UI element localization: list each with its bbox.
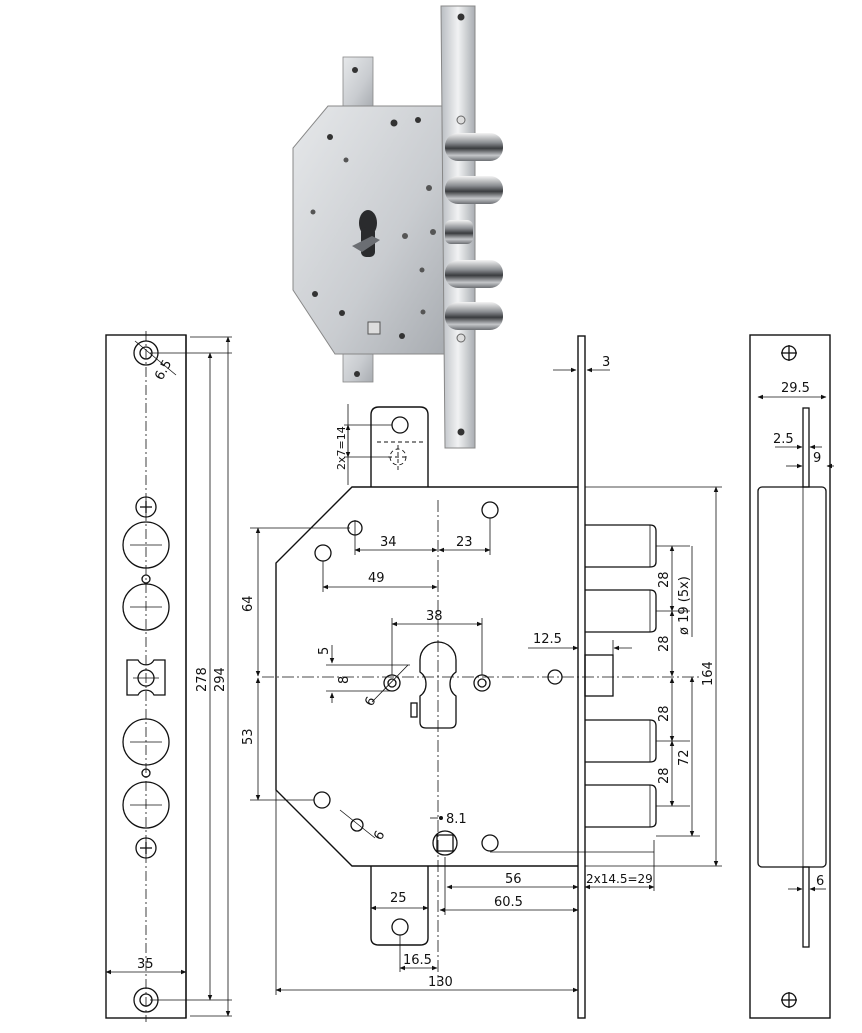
dim-28-b: 28 (657, 635, 672, 652)
dim-3: 3 (602, 355, 610, 370)
lock-case-view: 2x7=14 34 23 49 64 53 38 5 8 6 6 12.5 (241, 335, 722, 1019)
dim-16-5: 16.5 (403, 953, 432, 968)
dim-25: 25 (390, 891, 407, 906)
dim-49: 49 (368, 571, 385, 586)
bolts (584, 524, 657, 828)
dim-28-d: 28 (657, 767, 672, 784)
lock-product-image (292, 5, 503, 449)
dim-56: 56 (505, 872, 522, 887)
dim-8-1: 8.1 (446, 812, 467, 827)
side-view: 29.5 2.5 9 6 (749, 334, 834, 1019)
dim-23: 23 (456, 535, 473, 550)
dim-8: 8 (337, 676, 352, 684)
dim-60-5: 60.5 (494, 895, 523, 910)
dim-28-a: 28 (657, 571, 672, 588)
dim-72: 72 (677, 749, 692, 766)
dim-6-side: 6 (816, 874, 824, 889)
dim-9: 9 (813, 451, 821, 466)
dim-28-c: 28 (657, 705, 672, 722)
dim-38: 38 (426, 609, 443, 624)
dim-294: 294 (213, 667, 228, 692)
dim-2x7-14: 2x7=14 (335, 426, 348, 470)
dim-130: 130 (428, 975, 453, 990)
dim-2-5: 2.5 (773, 432, 794, 447)
dim-2x14-5: 2x14.5=29 (586, 872, 653, 886)
dim-34: 34 (380, 535, 397, 550)
dim-64: 64 (241, 595, 256, 612)
dim-164: 164 (701, 661, 716, 686)
dim-35: 35 (137, 957, 154, 972)
dim-5: 5 (317, 647, 332, 655)
front-plate-view: 35 6.5 278 294 (105, 331, 232, 1022)
dim-53: 53 (241, 728, 256, 745)
dim-12-5: 12.5 (533, 632, 562, 647)
dim-278: 278 (195, 667, 210, 692)
dim-bolt-dia: ø 19 (5x) (677, 576, 692, 635)
dim-29-5: 29.5 (781, 381, 810, 396)
